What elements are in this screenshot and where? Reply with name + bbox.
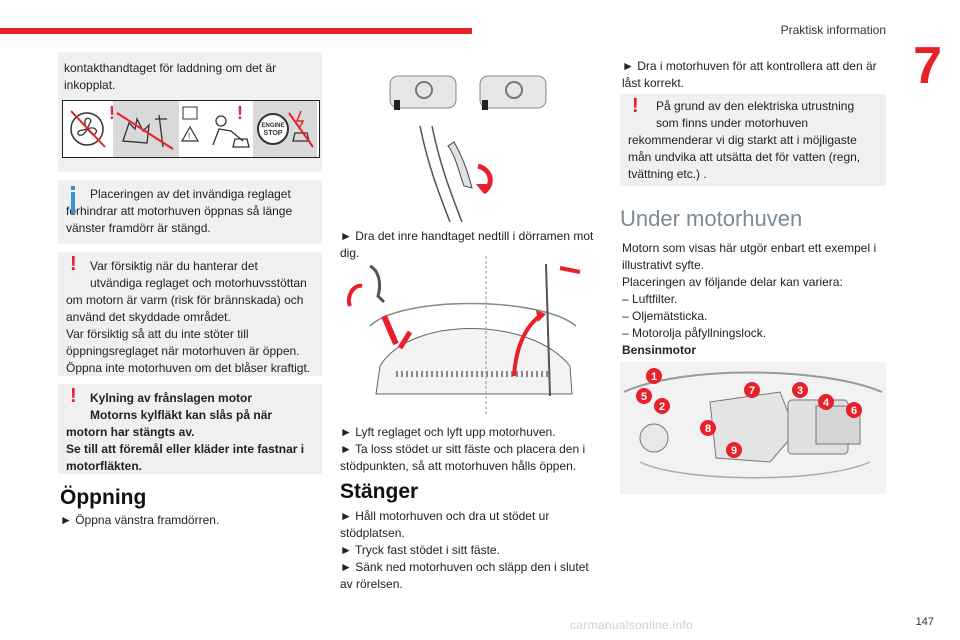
svg-text:!: ! (237, 103, 243, 123)
warn1-line-5: öppningsreglaget när motorhuven är öppen… (66, 344, 300, 358)
col3-section-line-4: – Oljemätsticka. (622, 309, 708, 323)
warning-icon: ! (70, 253, 77, 275)
warning-icon: ! (70, 385, 77, 407)
engine-heading: Bensinmotor (622, 343, 697, 357)
closing-heading: Stänger (340, 480, 419, 503)
watermark: carmanualsonline.info (570, 618, 694, 632)
warning-icon-strip: ! ! ! ENGINE STOP (62, 100, 320, 158)
warn1-line-1: utvändiga reglaget och motorhuvsstöttan (90, 276, 307, 290)
warning-icon: ! (632, 95, 639, 117)
warn2-line-4: motorfläkten. (66, 459, 143, 473)
svg-text:!: ! (188, 132, 190, 141)
col3-section-line-2: Placeringen av följande delar kan varier… (622, 275, 843, 289)
chapter-number: 7 (913, 37, 942, 95)
warn3-line-1: som finns under motorhuven (656, 116, 809, 130)
col2-step2-line-1: ► Ta loss stödet ur sitt fäste och place… (340, 442, 586, 456)
col2-step2-line-2: stödpunkten, så att motorhuven hålls öpp… (340, 459, 577, 473)
callout-6: 6 (851, 405, 857, 417)
warning-pictograms: ! ! ! ENGINE STOP (63, 101, 317, 157)
callout-3: 3 (797, 385, 803, 397)
col3-section-line-0: Motorn som visas här utgör enbart ett ex… (622, 241, 877, 255)
warn2-line-3: Se till att föremål eller kläder inte fa… (66, 442, 305, 456)
callout-7: 7 (749, 385, 755, 397)
opening-heading: Öppning (60, 486, 147, 509)
warn1-line-4: Var försiktig så att du inte stöter till (66, 327, 249, 341)
under-hood-heading: Under motorhuven (620, 206, 803, 231)
warning-box-hot-engine: ! Var försiktig när du hanterar det utvä… (58, 252, 322, 376)
info-icon-dot (71, 186, 75, 190)
hood-support-illustration (347, 256, 581, 416)
engine-stop-label-2: STOP (264, 130, 283, 137)
col2-step1-line-0: ► Dra det inre handtaget nedtill i dörra… (340, 229, 594, 243)
warn3-line-2: rekommenderar vi dig starkt att i möjlig… (628, 133, 857, 147)
warn1-line-6: Öppna inte motorhuven om det blåser kraf… (66, 361, 311, 375)
warn2-line-2: motorn har stängts av. (66, 425, 195, 439)
callout-4: 4 (823, 397, 830, 409)
col2-closing-line-4: av rörelsen. (340, 577, 403, 591)
manual-warning-icon: ! (180, 106, 200, 142)
hand-icon (116, 112, 174, 150)
info-text: Placeringen av det invändiga reglaget fö… (66, 187, 293, 235)
warning-box-electrical: ! På grund av den elektriska utrustning … (620, 94, 886, 186)
callout-2: 2 (659, 401, 665, 413)
warn1-line-3: använd det skyddade området. (66, 310, 231, 324)
col2-closing-line-0: ► Håll motorhuven och dra ut stödet ur (340, 509, 550, 523)
callout-9: 9 (731, 445, 737, 457)
col3-step-line-1: låst korrekt. (622, 76, 685, 90)
warn2-line-0: Kylning av frånslagen motor (90, 391, 253, 405)
fan-icon (70, 110, 106, 148)
warn3-line-3: mån undvika att utsätta det för vatten (… (628, 150, 861, 164)
info-icon (71, 192, 75, 214)
col2-step2-line-0: ► Lyft reglaget och lyft upp motorhuven. (340, 425, 556, 439)
warn3-line-4: tvättning etc.) . (628, 167, 707, 181)
engine-stop-label-1: ENGINE (261, 123, 284, 129)
col2-closing-line-3: ► Sänk ned motorhuven och släpp den i sl… (340, 560, 589, 574)
svg-text:!: ! (109, 103, 115, 123)
col3-section-line-5: – Motorolja påfyllningslock. (622, 326, 767, 340)
info-box: Placeringen av det invändiga reglaget fö… (58, 180, 322, 244)
warn3-line-0: På grund av den elektriska utrustning (656, 99, 855, 113)
warning-box-cooling: ! Kylning av frånslagen motor Motorns ky… (58, 384, 322, 474)
page-number: 147 (915, 616, 934, 628)
intro-text: kontakthandtaget för laddning om det är … (64, 61, 277, 92)
header-accent-bar (0, 28, 472, 34)
col2-closing-line-2: ► Tryck fast stödet i sitt fäste. (340, 543, 500, 557)
engine-stop-icon: ENGINE STOP (257, 110, 314, 148)
door-handle-illustration (389, 75, 547, 222)
header-title: Praktisk information (780, 23, 886, 37)
warn2-line-1: Motorns kylfläkt kan slås på när (90, 408, 273, 422)
person-engine-icon (212, 115, 250, 148)
engine-bay-illustration: 1 2 3 4 5 6 7 8 9 (620, 362, 886, 494)
col3-step-line-0: ► Dra i motorhuven för att kontrollera a… (622, 59, 877, 73)
callout-5: 5 (641, 391, 647, 403)
warn1-line-2: om motorn är varm (risk för brännskada) … (66, 293, 304, 307)
callout-8: 8 (705, 423, 711, 435)
warn1-line-0: Var försiktig när du hanterar det (90, 259, 258, 273)
col2-closing-line-1: stödplatsen. (340, 526, 405, 540)
callout-1: 1 (651, 371, 657, 383)
col2-step1-line-1: dig. (340, 246, 360, 260)
col3-section-line-3: – Luftfilter. (622, 292, 678, 306)
opening-step: ► Öppna vänstra framdörren. (60, 513, 220, 527)
col3-section-line-1: illustrativt syfte. (622, 258, 705, 272)
